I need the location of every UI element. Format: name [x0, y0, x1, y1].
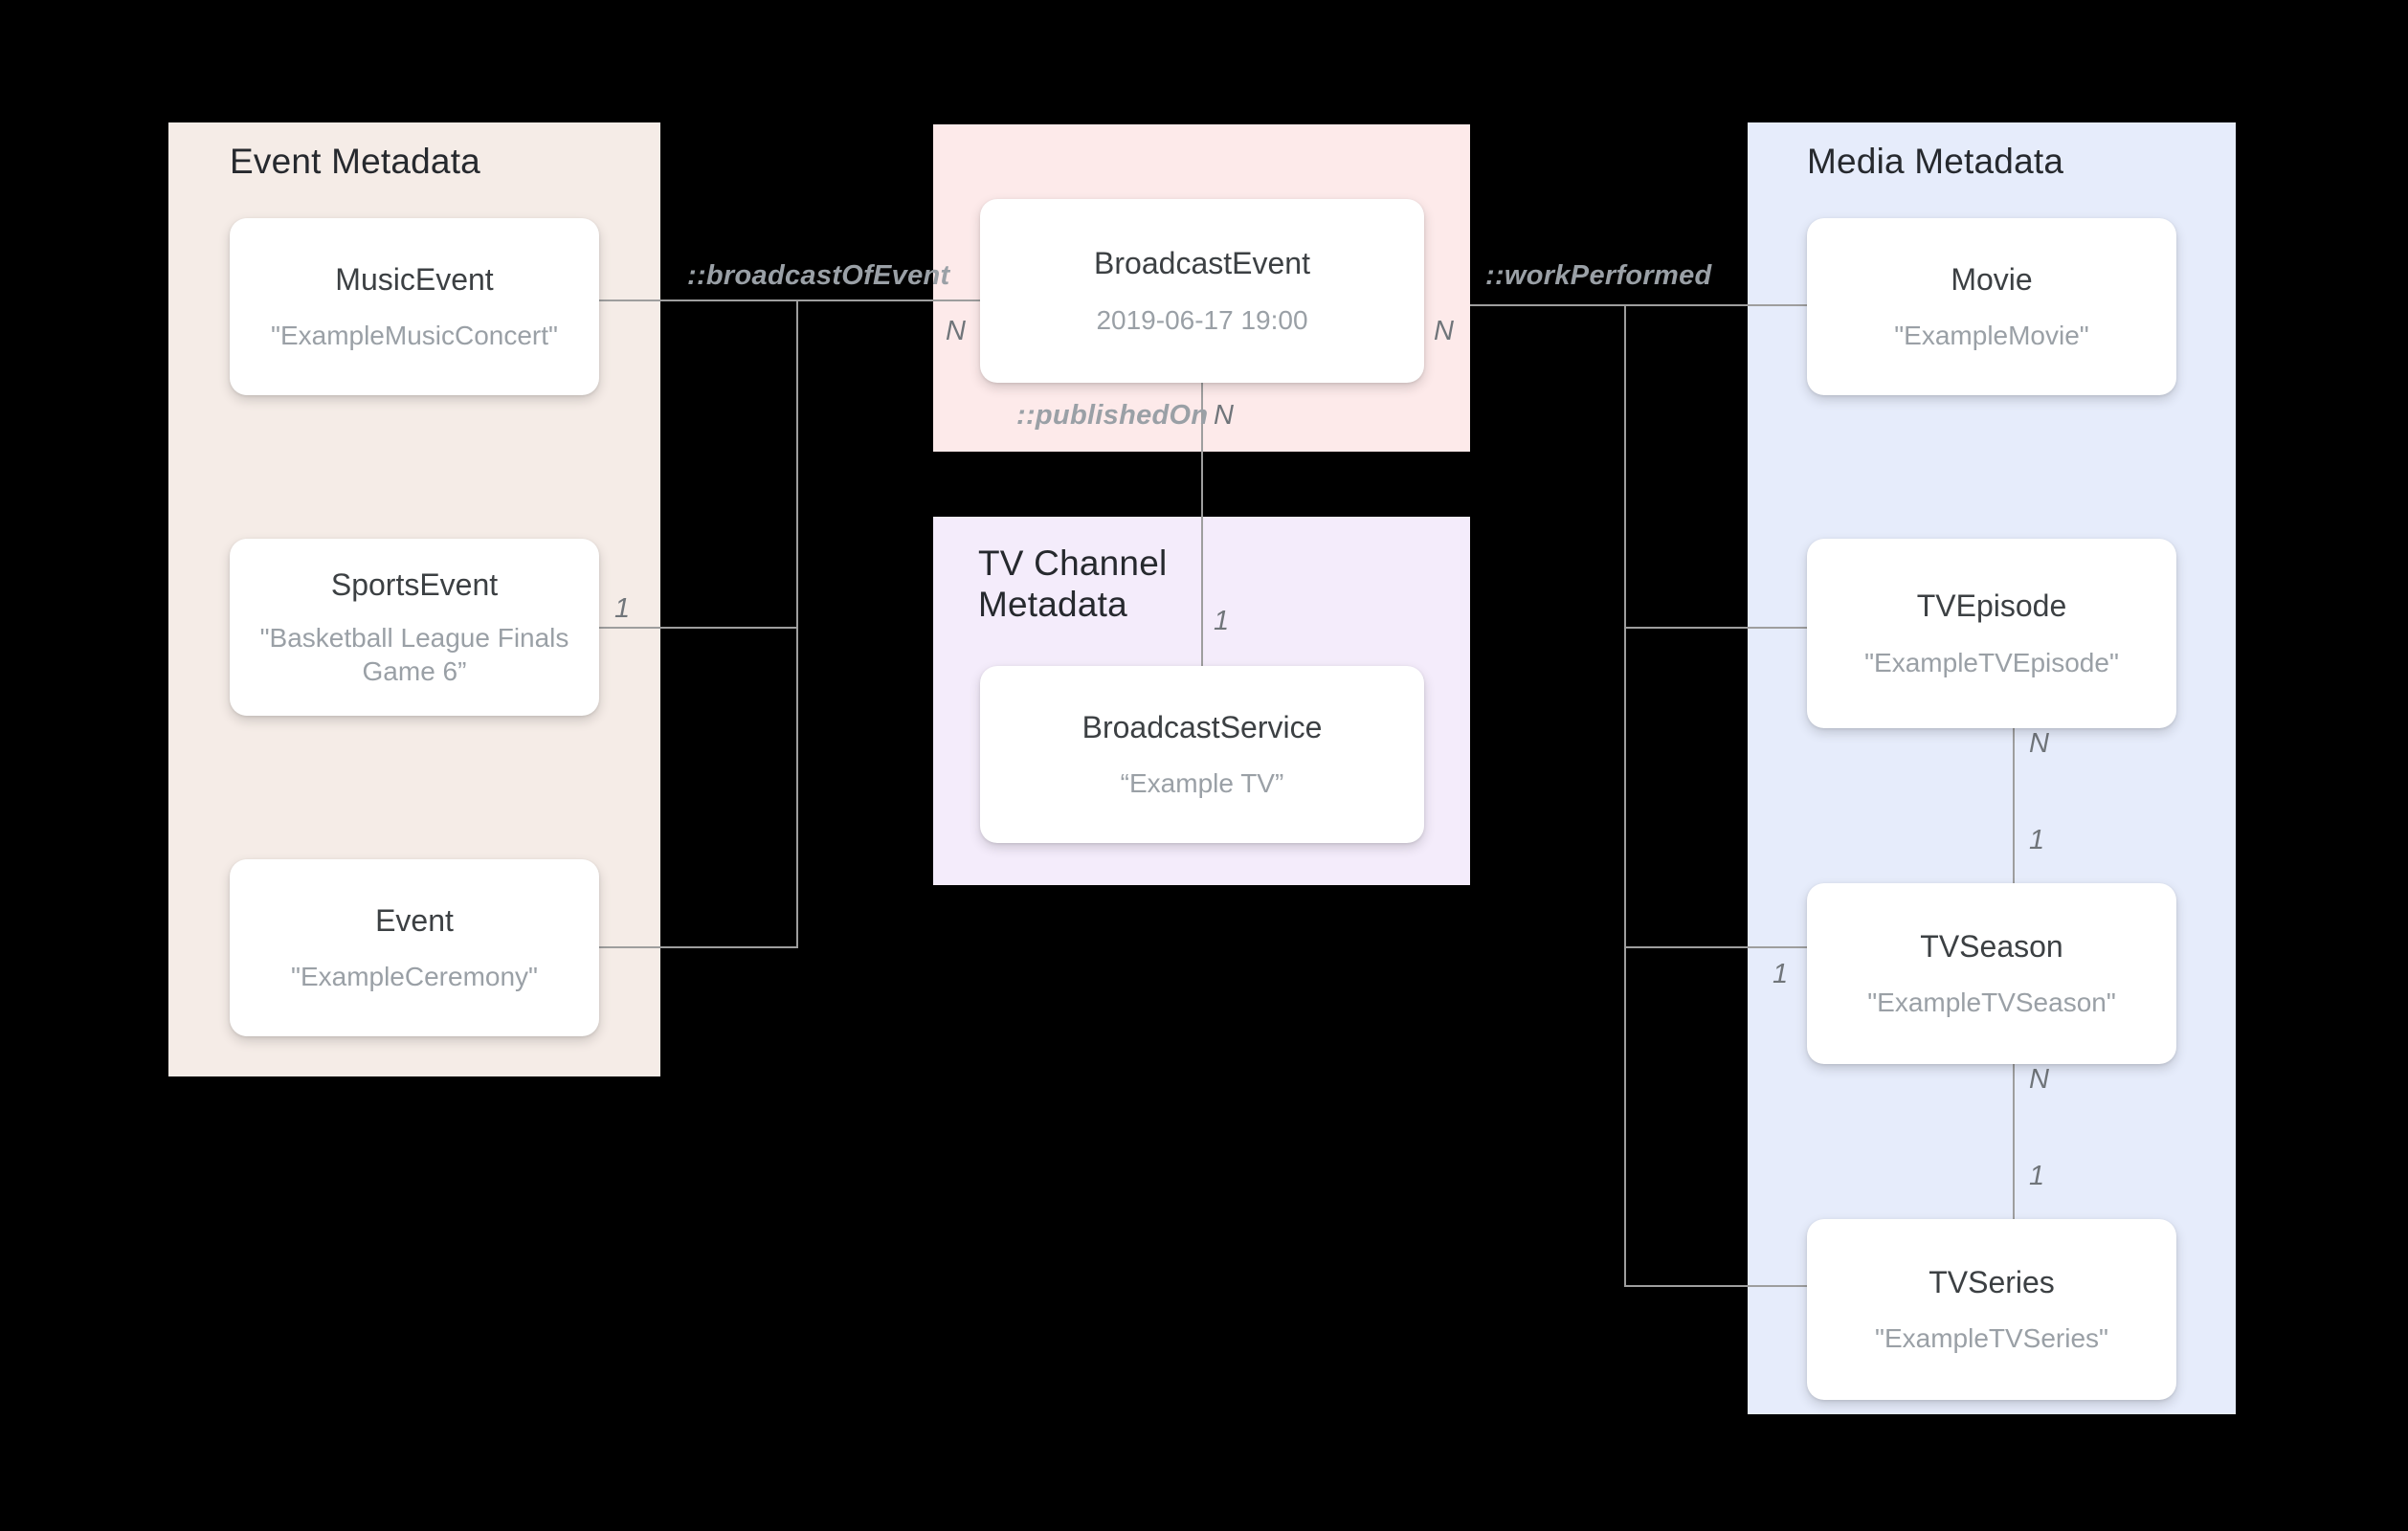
cardinality-tv-season-left: 1	[1773, 959, 1789, 989]
node-sports-event[interactable]: SportsEvent "Basketball League Finals Ga…	[230, 539, 599, 716]
node-event[interactable]: Event "ExampleCeremony"	[230, 859, 599, 1036]
group-title-event-metadata: Event Metadata	[230, 142, 480, 181]
edge-tv-episode-to-tv-season	[2013, 728, 2015, 883]
cardinality-sports-event: 1	[614, 593, 631, 624]
node-broadcast-service-subtitle: “Example TV”	[1120, 768, 1284, 799]
node-broadcast-event-title: BroadcastEvent	[1094, 246, 1310, 281]
node-movie-subtitle: "ExampleMovie"	[1894, 321, 2089, 351]
cardinality-tv-episode: N	[2029, 728, 2049, 759]
edge-left-vertical-bus	[796, 300, 798, 947]
node-music-event[interactable]: MusicEvent "ExampleMusicConcert"	[230, 218, 599, 395]
node-sports-event-title: SportsEvent	[330, 567, 499, 603]
edge-broadcast-event-to-media-bus	[1470, 304, 1807, 306]
node-broadcast-event-subtitle: 2019-06-17 19:00	[1096, 304, 1308, 335]
cardinality-broadcast-event-right: N	[1434, 316, 1454, 346]
node-tv-episode-subtitle: "ExampleTVEpisode"	[1864, 647, 2119, 677]
node-tv-series-title: TVSeries	[1929, 1264, 2055, 1299]
edge-tv-season-to-tv-series	[2013, 1064, 2015, 1219]
node-event-subtitle: "ExampleCeremony"	[291, 962, 538, 992]
edge-bus-to-tv-episode	[1624, 627, 1807, 629]
node-sports-event-subtitle: "Basketball League Finals Game 6”	[259, 622, 569, 686]
cardinality-broadcast-event-left: N	[946, 316, 966, 346]
cardinality-broadcast-service: 1	[1214, 606, 1230, 636]
node-tv-series[interactable]: TVSeries "ExampleTVSeries"	[1807, 1219, 2176, 1400]
cardinality-tv-season-bottom: N	[2029, 1064, 2049, 1095]
node-broadcast-service-title: BroadcastService	[1081, 709, 1323, 744]
cardinality-published-on: N	[1214, 400, 1234, 431]
node-tv-episode[interactable]: TVEpisode "ExampleTVEpisode"	[1807, 539, 2176, 728]
edge-sports-event-to-bus	[599, 627, 798, 629]
cardinality-tv-season-top: 1	[2029, 825, 2045, 855]
node-tv-episode-title: TVEpisode	[1916, 588, 2067, 624]
node-movie[interactable]: Movie "ExampleMovie"	[1807, 218, 2176, 395]
node-tv-series-subtitle: "ExampleTVSeries"	[1875, 1323, 2108, 1354]
edge-music-event-to-broadcast	[595, 300, 980, 301]
edge-right-vertical-bus	[1624, 304, 1626, 1286]
relation-label-broadcast-of-event: ::broadcastOfEvent	[687, 260, 950, 291]
node-tv-season-title: TVSeason	[1920, 928, 2063, 964]
edge-published-on	[1201, 383, 1203, 666]
node-music-event-title: MusicEvent	[335, 261, 494, 297]
node-broadcast-service[interactable]: BroadcastService “Example TV”	[980, 666, 1424, 843]
node-broadcast-event[interactable]: BroadcastEvent 2019-06-17 19:00	[980, 199, 1424, 383]
node-event-title: Event	[375, 902, 454, 938]
cardinality-tv-series: 1	[2029, 1161, 2045, 1191]
group-title-media-metadata: Media Metadata	[1807, 142, 2064, 181]
group-title-tv-channel-metadata: TV Channel Metadata	[978, 544, 1168, 624]
node-movie-title: Movie	[1951, 261, 2033, 297]
node-tv-season-subtitle: "ExampleTVSeason"	[1867, 987, 2116, 1018]
edge-bus-to-tv-season	[1624, 946, 1807, 948]
relation-label-published-on: ::publishedOn	[1016, 400, 1209, 431]
relation-label-work-performed: ::workPerformed	[1485, 260, 1712, 291]
edge-event-to-bus	[599, 946, 798, 948]
node-tv-season[interactable]: TVSeason "ExampleTVSeason"	[1807, 883, 2176, 1064]
node-music-event-subtitle: "ExampleMusicConcert"	[271, 321, 558, 351]
edge-bus-to-tv-series	[1624, 1285, 1807, 1287]
